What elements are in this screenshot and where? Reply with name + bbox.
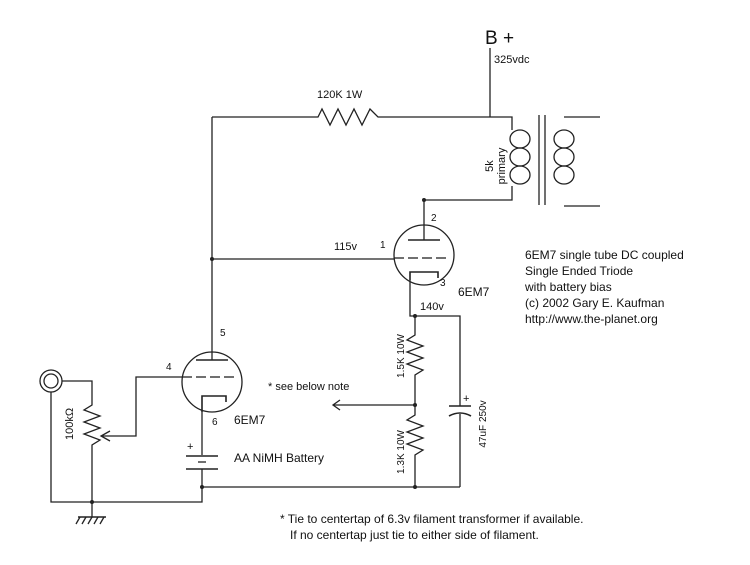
transformer-primary-top-lead [490,116,513,130]
capacitor-plate-negative [448,412,472,417]
input-jack-outer [39,369,63,393]
plate-resistor-120k [212,107,490,127]
footer-line-2: If no centertap just tie to either side … [290,528,539,542]
cathode-resistor-top-label: 1.5K 10W [396,333,407,377]
input-tube-pin-plate-label: 5 [220,328,226,339]
input-jack [39,369,63,393]
cathode-to-cap-wire [409,280,461,386]
battery-ground-junction [200,485,204,489]
input-ground-wire [50,392,92,503]
primary-to-plate-wire [423,186,513,215]
input-cathode [201,395,227,412]
transformer-primary-coil [509,129,531,185]
output-tube-pin-plate: 2 [431,213,437,224]
resistor-ground-junction [413,485,417,489]
battery-polarity: + [187,441,193,453]
supply-voltage-label: 325vdc [494,54,530,66]
transformer-primary-label: primary [496,147,508,184]
cathode-resistor-1-3k [405,405,425,487]
transformer-value-label: 5k [484,160,496,172]
bias-battery [186,455,218,470]
footer-note: * Tie to centertap of 6.3v filament tran… [280,512,583,542]
ground-bus [92,486,460,503]
grid-junction [210,257,214,261]
grid-voltage-label: 115v [334,241,358,253]
ground-symbol [75,516,106,525]
cathode-resistor-1-5k [405,316,425,405]
title-line-3: with battery bias [524,280,612,294]
title-line-2: Single Ended Triode [525,264,633,278]
battery-label: AA NiMH Battery [234,451,324,465]
see-note-label: * see below note [268,381,349,393]
input-jack-inner [43,373,59,389]
bplus-label: B + [485,28,514,49]
plate-resistor-label: 120K 1W [317,89,363,101]
plate-junction [422,198,426,202]
transformer-core [538,115,546,205]
input-tube-pin-cathode: 6 [212,417,218,428]
capacitor-polarity: + [463,393,469,405]
input-tube-6em7 [181,329,243,413]
output-tube-6em7 [393,215,455,286]
output-cathode [409,271,439,280]
output-tube-type-label: 6EM7 [458,285,490,299]
input-tube-envelope [181,351,243,413]
capacitor-value-label: 47uF 250v [478,400,489,447]
potentiometer-label: 100kΩ [64,408,76,440]
title-line-4: (c) 2002 Gary E. Kaufman [525,296,664,310]
volume-potentiometer-100k [62,380,102,502]
input-tube-pin-grid: 4 [166,362,172,373]
footer-line-1: * Tie to centertap of 6.3v filament tran… [280,512,583,526]
title-block: 6EM7 single tube DC coupled Single Ended… [524,248,684,326]
title-line-1: 6EM7 single tube DC coupled [525,248,684,262]
wiper-to-grid-wire [102,376,182,437]
transformer-secondary-coil [553,129,575,185]
note-arrow-head [331,399,341,411]
cathode-resistor-bottom-label: 1.3K 10W [396,429,407,473]
output-tube-pin-grid: 1 [380,240,386,251]
title-line-5: http://www.the-planet.org [525,312,658,326]
output-tube-pin-cathode: 3 [440,278,446,289]
cathode-voltage-label: 140v [420,301,444,313]
input-tube-type-label: 6EM7 [234,413,266,427]
wiper-arrow [99,430,111,442]
